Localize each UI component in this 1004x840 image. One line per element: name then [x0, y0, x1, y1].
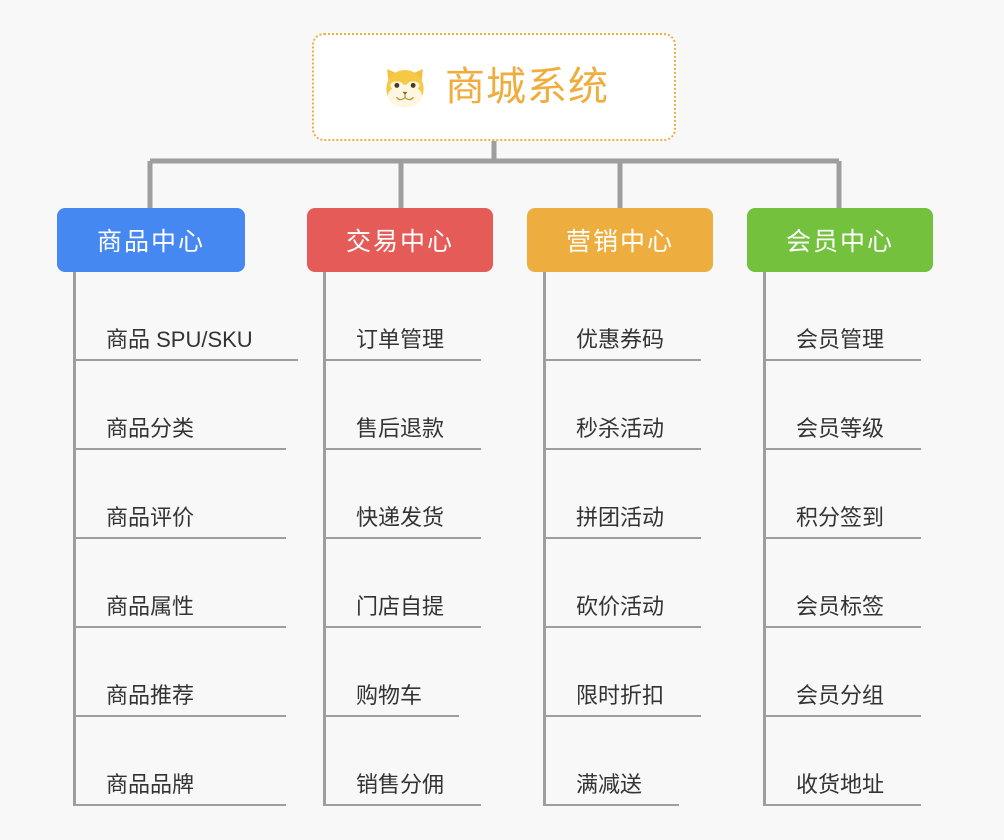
list-item-label: 门店自提: [356, 593, 445, 619]
list-item[interactable]: 积分签到: [766, 450, 921, 539]
list-item[interactable]: 会员管理: [766, 272, 921, 361]
list-item-label: 会员等级: [796, 415, 885, 441]
list-item[interactable]: 订单管理: [326, 272, 481, 361]
root-title: 商城系统: [445, 65, 609, 109]
list-item-label: 满减送: [576, 771, 643, 797]
list-item-label: 购物车: [356, 682, 423, 708]
list-item[interactable]: 会员等级: [766, 361, 921, 450]
list-item[interactable]: 拼团活动: [546, 450, 701, 539]
list-item-label: 收货地址: [796, 771, 885, 797]
list-item-label: 商品推荐: [106, 682, 195, 708]
list-item[interactable]: 满减送: [546, 717, 679, 806]
shiba-dog-face-icon: [386, 69, 424, 111]
leaf-list-product-center: 商品 SPU/SKU 商品分类 商品评价 商品属性 商品推荐 商品品牌: [73, 272, 298, 806]
list-item[interactable]: 会员标签: [766, 539, 921, 628]
list-item[interactable]: 商品 SPU/SKU: [76, 272, 298, 361]
branch-header-product-center[interactable]: 商品中心: [57, 208, 245, 272]
list-item[interactable]: 快递发货: [326, 450, 481, 539]
list-item-label: 商品评价: [106, 504, 195, 530]
list-item-label: 秒杀活动: [576, 415, 665, 441]
branch-header-marketing-center[interactable]: 营销中心: [527, 208, 713, 272]
list-item-label: 销售分佣: [356, 771, 445, 797]
list-item-label: 售后退款: [356, 415, 445, 441]
list-item-label: 商品 SPU/SKU: [106, 326, 253, 352]
list-item[interactable]: 销售分佣: [326, 717, 481, 806]
branch-marketing-center: 营销中心 优惠券码 秒杀活动 拼团活动 砍价活动 限时折扣 满减送: [527, 208, 751, 806]
list-item[interactable]: 限时折扣: [546, 628, 701, 717]
list-item[interactable]: 商品分类: [76, 361, 286, 450]
list-item-label: 会员分组: [796, 682, 885, 708]
list-item-label: 砍价活动: [576, 593, 665, 619]
leaf-list-marketing-center: 优惠券码 秒杀活动 拼团活动 砍价活动 限时折扣 满减送: [543, 272, 751, 806]
list-item-label: 商品品牌: [106, 771, 195, 797]
list-item[interactable]: 购物车: [326, 628, 459, 717]
branch-member-center: 会员中心 会员管理 会员等级 积分签到 会员标签 会员分组 收货地址: [747, 208, 971, 806]
branch-header-member-center[interactable]: 会员中心: [747, 208, 933, 272]
branch-product-center: 商品中心 商品 SPU/SKU 商品分类 商品评价 商品属性 商品推荐 商品品牌: [57, 208, 298, 806]
list-item-label: 会员标签: [796, 593, 885, 619]
root-node[interactable]: 商城系统: [312, 33, 676, 141]
branch-header-trade-center[interactable]: 交易中心: [307, 208, 493, 272]
list-item-label: 优惠券码: [576, 326, 665, 352]
list-item[interactable]: 优惠券码: [546, 272, 701, 361]
branch-trade-center: 交易中心 订单管理 售后退款 快递发货 门店自提 购物车 销售分佣: [307, 208, 531, 806]
list-item-label: 商品属性: [106, 593, 195, 619]
list-item[interactable]: 商品属性: [76, 539, 286, 628]
list-item[interactable]: 会员分组: [766, 628, 921, 717]
list-item-label: 会员管理: [796, 326, 885, 352]
list-item-label: 限时折扣: [576, 682, 665, 708]
list-item[interactable]: 商品品牌: [76, 717, 286, 806]
list-item-label: 快递发货: [356, 504, 445, 530]
list-item-label: 订单管理: [356, 326, 445, 352]
list-item[interactable]: 秒杀活动: [546, 361, 701, 450]
root-node-content: 商城系统: [379, 61, 609, 113]
leaf-list-member-center: 会员管理 会员等级 积分签到 会员标签 会员分组 收货地址: [763, 272, 971, 806]
list-item-label: 拼团活动: [576, 504, 665, 530]
list-item[interactable]: 砍价活动: [546, 539, 701, 628]
list-item[interactable]: 售后退款: [326, 361, 481, 450]
list-item[interactable]: 门店自提: [326, 539, 481, 628]
list-item-label: 商品分类: [106, 415, 195, 441]
list-item[interactable]: 收货地址: [766, 717, 921, 806]
list-item[interactable]: 商品评价: [76, 450, 286, 539]
leaf-list-trade-center: 订单管理 售后退款 快递发货 门店自提 购物车 销售分佣: [323, 272, 531, 806]
list-item[interactable]: 商品推荐: [76, 628, 286, 717]
list-item-label: 积分签到: [796, 504, 885, 530]
